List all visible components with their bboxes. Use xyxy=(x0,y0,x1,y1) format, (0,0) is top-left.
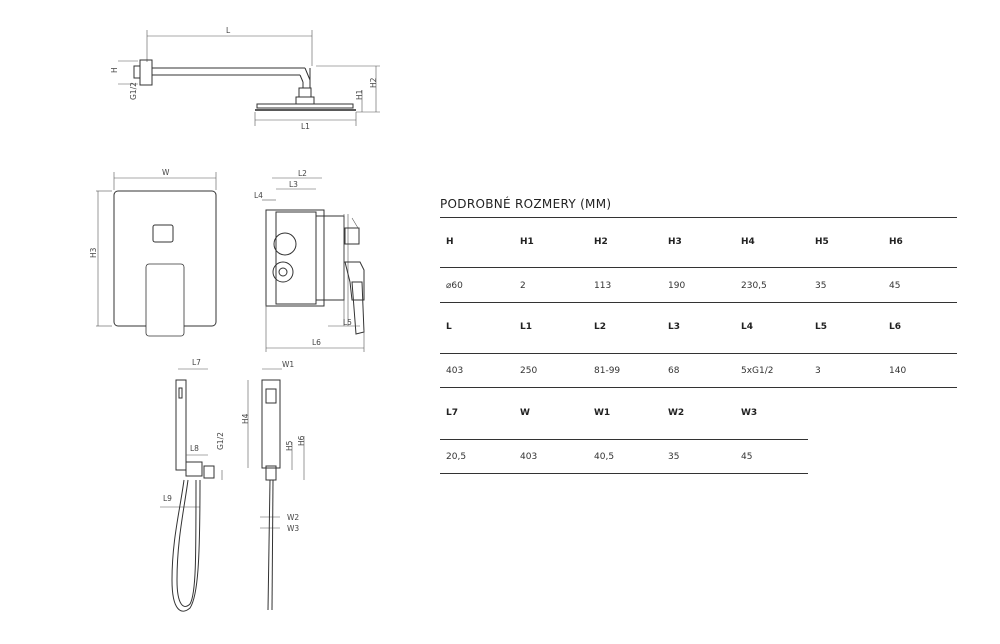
shower-head-drawing: L H G1/2 H1 H2 L1 xyxy=(110,26,380,131)
header-H: H xyxy=(446,237,454,247)
row-rule xyxy=(440,302,957,303)
value-L4: 5xG1/2 xyxy=(741,366,774,376)
header-H6: H6 xyxy=(889,237,903,247)
dim-label-H1: H1 xyxy=(355,89,364,100)
dim-label-H3: H3 xyxy=(89,247,98,258)
header-L1: L1 xyxy=(520,322,532,332)
header-L6: L6 xyxy=(889,322,901,332)
header-W2: W2 xyxy=(668,408,685,418)
header-L: L xyxy=(446,322,452,332)
row-rule xyxy=(440,387,957,388)
dim-label-L5: L5 xyxy=(343,318,352,327)
dim-label-L3: L3 xyxy=(289,180,298,189)
dim-label-H6: H6 xyxy=(297,435,306,446)
dim-label-W: W xyxy=(162,168,170,177)
technical-drawing: L H G1/2 H1 H2 L1 xyxy=(89,26,380,612)
dim-label-L9: L9 xyxy=(163,494,172,503)
dim-label-L6: L6 xyxy=(312,338,321,347)
value-H5: 35 xyxy=(815,281,827,291)
table-bottom-rule xyxy=(440,473,808,474)
value-W: 403 xyxy=(520,452,538,462)
row-rule xyxy=(440,353,957,354)
value-L3: 68 xyxy=(668,366,680,376)
dim-label-L7: L7 xyxy=(192,358,201,367)
header-H5: H5 xyxy=(815,237,829,247)
dim-label-W2: W2 xyxy=(287,513,299,522)
dim-label-L8: L8 xyxy=(190,444,199,453)
value-H3: 190 xyxy=(668,281,686,291)
header-H4: H4 xyxy=(741,237,755,247)
value-H2: 113 xyxy=(594,281,612,291)
header-L5: L5 xyxy=(815,322,827,332)
dim-label-H5: H5 xyxy=(285,440,294,451)
dim-label-G-head: G1/2 xyxy=(129,82,138,100)
dimensions-title: PODROBNÉ ROZMERY (MM) xyxy=(440,197,612,211)
header-W: W xyxy=(520,408,530,418)
dim-label-W1: W1 xyxy=(282,360,294,369)
header-H1: H1 xyxy=(520,237,534,247)
value-L6: 140 xyxy=(889,366,907,376)
header-W3: W3 xyxy=(741,408,758,418)
value-W1: 40,5 xyxy=(594,452,615,462)
value-W2: 35 xyxy=(668,452,680,462)
dim-label-L2: L2 xyxy=(298,169,307,178)
dim-label-H2: H2 xyxy=(369,77,378,88)
dim-label-H4: H4 xyxy=(241,413,250,424)
dim-label-L: L xyxy=(226,26,231,35)
dim-label-G-hand: G1/2 xyxy=(216,432,225,450)
row-rule xyxy=(440,439,808,440)
hand-shower-side-drawing: L7 L8 G1/2 L9 xyxy=(160,358,225,612)
value-L: 403 xyxy=(446,366,464,376)
dim-label-H: H xyxy=(110,67,119,73)
header-H3: H3 xyxy=(668,237,682,247)
dim-label-W3: W3 xyxy=(287,524,299,533)
table-top-rule xyxy=(440,217,957,218)
header-L4: L4 xyxy=(741,322,753,332)
header-W1: W1 xyxy=(594,408,611,418)
value-H4: 230,5 xyxy=(741,281,767,291)
value-H1: 2 xyxy=(520,281,526,291)
value-W3: 45 xyxy=(741,452,753,462)
front-plate-drawing: W H3 xyxy=(89,168,217,337)
side-box-drawing: L2 L3 L4 L5 L6 xyxy=(254,169,365,352)
value-H6: 45 xyxy=(889,281,901,291)
dim-label-L4: L4 xyxy=(254,191,263,200)
value-H: ⌀60 xyxy=(446,281,463,291)
row-rule xyxy=(440,267,957,268)
value-L1: 250 xyxy=(520,366,538,376)
header-L2: L2 xyxy=(594,322,606,332)
hand-shower-front-drawing: W1 H4 H5 H6 W2 W3 xyxy=(241,360,306,611)
dim-label-L1: L1 xyxy=(301,122,310,131)
header-H2: H2 xyxy=(594,237,608,247)
value-L7: 20,5 xyxy=(446,452,467,462)
header-L3: L3 xyxy=(668,322,680,332)
value-L2: 81-99 xyxy=(594,366,621,376)
header-L7: L7 xyxy=(446,408,458,418)
value-L5: 3 xyxy=(815,366,821,376)
